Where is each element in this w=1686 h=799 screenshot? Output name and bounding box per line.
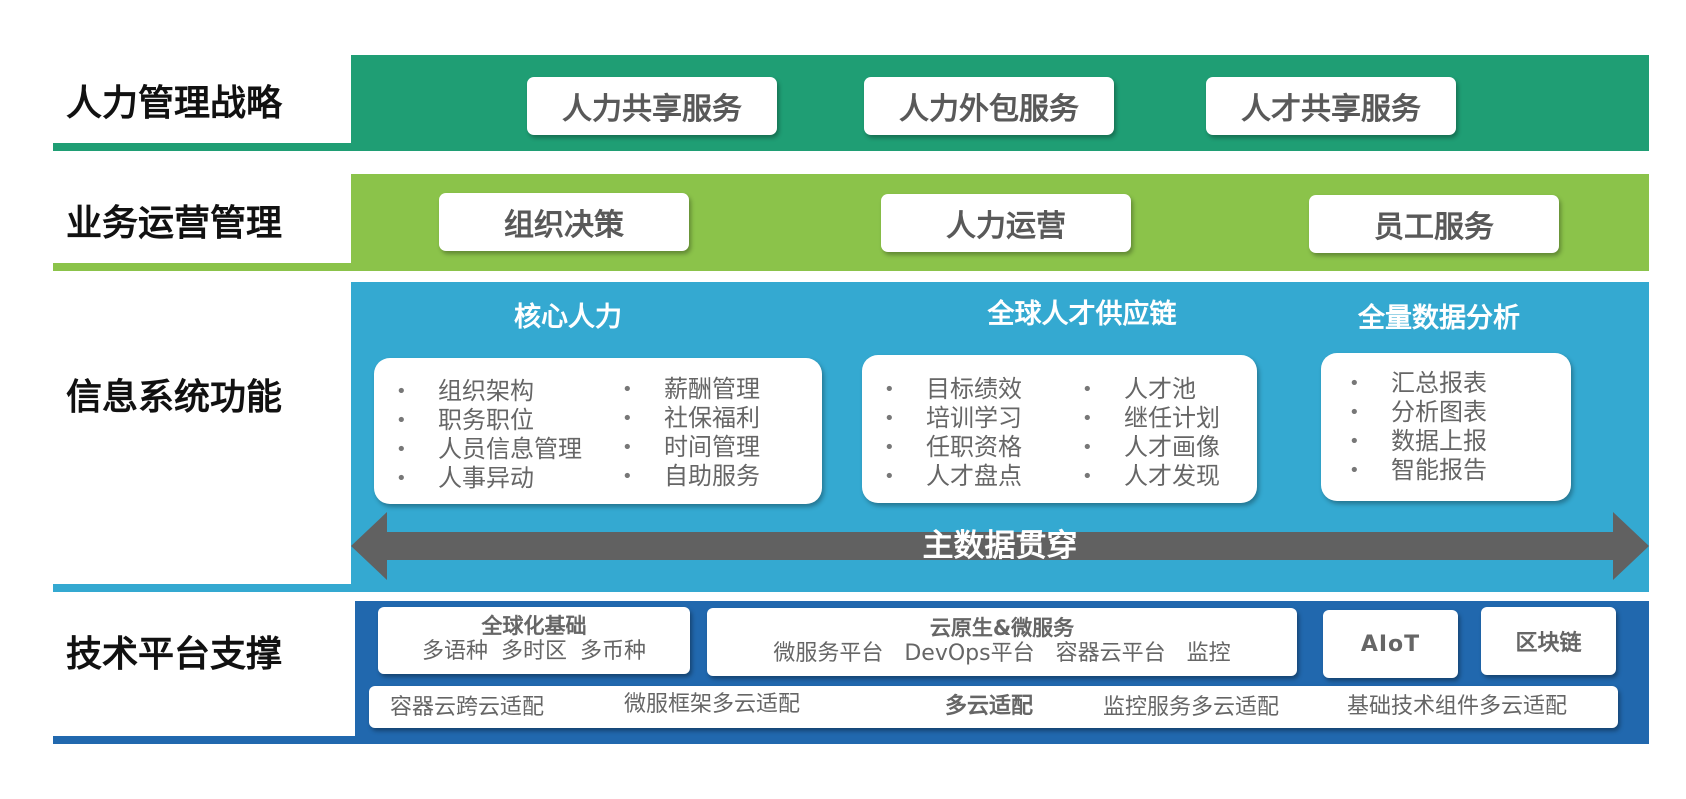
cloud-native-sub: 微服务平台 DevOps平台 容器云平台 监控 xyxy=(773,641,1231,666)
strategy-item-hr-outsourcing: 人力外包服务 xyxy=(864,77,1114,135)
talent-supply-chain-card: 目标绩效 培训学习 任职资格 人才盘点 人才池 继任计划 人才画像 人才发现 xyxy=(862,355,1257,503)
list-item: 人才盘点 xyxy=(884,462,1022,491)
row-underline-operations xyxy=(53,263,353,271)
cloud-native-title: 云原生&微服务 xyxy=(929,616,1075,640)
list-item: 人员信息管理 xyxy=(396,435,582,464)
core-hr-card: 组织架构 职务职位 人员信息管理 人事异动 薪酬管理 社保福利 时间管理 自助服… xyxy=(374,358,822,504)
operations-item-hr-ops: 人力运营 xyxy=(881,194,1131,252)
talent-list-right: 人才池 继任计划 人才画像 人才发现 xyxy=(1082,375,1220,491)
row-underline-info-system xyxy=(53,584,1649,592)
multi-cloud-adapt-bar xyxy=(369,686,1618,728)
strategy-band: 人力共享服务 人力外包服务 人才共享服务 xyxy=(351,55,1649,151)
row-label-strategy: 人力管理战略 xyxy=(66,83,283,124)
column-title-core-hr: 核心人力 xyxy=(514,302,622,333)
list-item: 目标绩效 xyxy=(884,375,1022,404)
list-item: 社保福利 xyxy=(622,404,760,433)
operations-item-employee-service: 员工服务 xyxy=(1309,195,1559,253)
master-data-arrow xyxy=(351,512,1649,580)
cloud-native-box: 云原生&微服务 微服务平台 DevOps平台 容器云平台 监控 xyxy=(707,608,1297,676)
column-title-talent-supply-chain: 全球人才供应链 xyxy=(987,299,1177,330)
row-underline-strategy xyxy=(53,143,353,151)
row-label-tech: 技术平台支撑 xyxy=(66,634,283,675)
globalization-box: 全球化基础 多语种 多时区 多币种 xyxy=(378,607,690,674)
globalization-sub: 多语种 多时区 多币种 xyxy=(422,639,646,664)
list-item: 人才画像 xyxy=(1082,433,1220,462)
strategy-item-talent-shared: 人才共享服务 xyxy=(1206,77,1456,135)
operations-item-org-decision: 组织决策 xyxy=(439,193,689,251)
list-item: 人才池 xyxy=(1082,375,1220,404)
core-hr-list-left: 组织架构 职务职位 人员信息管理 人事异动 xyxy=(396,377,582,493)
list-item: 人才发现 xyxy=(1082,462,1220,491)
list-item: 人事异动 xyxy=(396,464,582,493)
list-item: 智能报告 xyxy=(1349,456,1487,485)
list-item: 职务职位 xyxy=(396,406,582,435)
talent-list-left: 目标绩效 培训学习 任职资格 人才盘点 xyxy=(884,375,1022,491)
row-label-operations: 业务运营管理 xyxy=(66,203,283,244)
operations-band: 组织决策 人力运营 员工服务 xyxy=(351,174,1649,271)
list-item: 汇总报表 xyxy=(1349,369,1487,398)
list-item: 分析图表 xyxy=(1349,398,1487,427)
list-item: 自助服务 xyxy=(622,462,760,491)
aiot-box: AIoT xyxy=(1323,610,1458,678)
column-title-data-analysis: 全量数据分析 xyxy=(1358,303,1520,334)
list-item: 时间管理 xyxy=(622,433,760,462)
adapt-microservice-framework: 微服框架多云适配 xyxy=(624,692,801,717)
blockchain-box: 区块链 xyxy=(1481,607,1616,675)
list-item: 继任计划 xyxy=(1082,404,1220,433)
adapt-multi-cloud-title: 多云适配 xyxy=(945,694,1034,719)
list-item: 组织架构 xyxy=(396,377,582,406)
list-item: 薪酬管理 xyxy=(622,375,760,404)
list-item: 培训学习 xyxy=(884,404,1022,433)
adapt-monitoring-service: 监控服务多云适配 xyxy=(1103,695,1280,720)
double-arrow-shape xyxy=(351,512,1649,580)
data-analysis-list: 汇总报表 分析图表 数据上报 智能报告 xyxy=(1349,369,1487,485)
globalization-title: 全球化基础 xyxy=(481,614,587,638)
adapt-container-cloud: 容器云跨云适配 xyxy=(390,695,545,720)
row-label-info-system: 信息系统功能 xyxy=(66,377,283,418)
list-item: 数据上报 xyxy=(1349,427,1487,456)
strategy-item-hr-shared: 人力共享服务 xyxy=(527,77,777,135)
core-hr-list-right: 薪酬管理 社保福利 时间管理 自助服务 xyxy=(622,375,760,491)
master-data-label: 主数据贯穿 xyxy=(922,528,1078,564)
data-analysis-card: 汇总报表 分析图表 数据上报 智能报告 xyxy=(1321,353,1571,501)
list-item: 任职资格 xyxy=(884,433,1022,462)
adapt-base-components: 基础技术组件多云适配 xyxy=(1347,694,1568,719)
